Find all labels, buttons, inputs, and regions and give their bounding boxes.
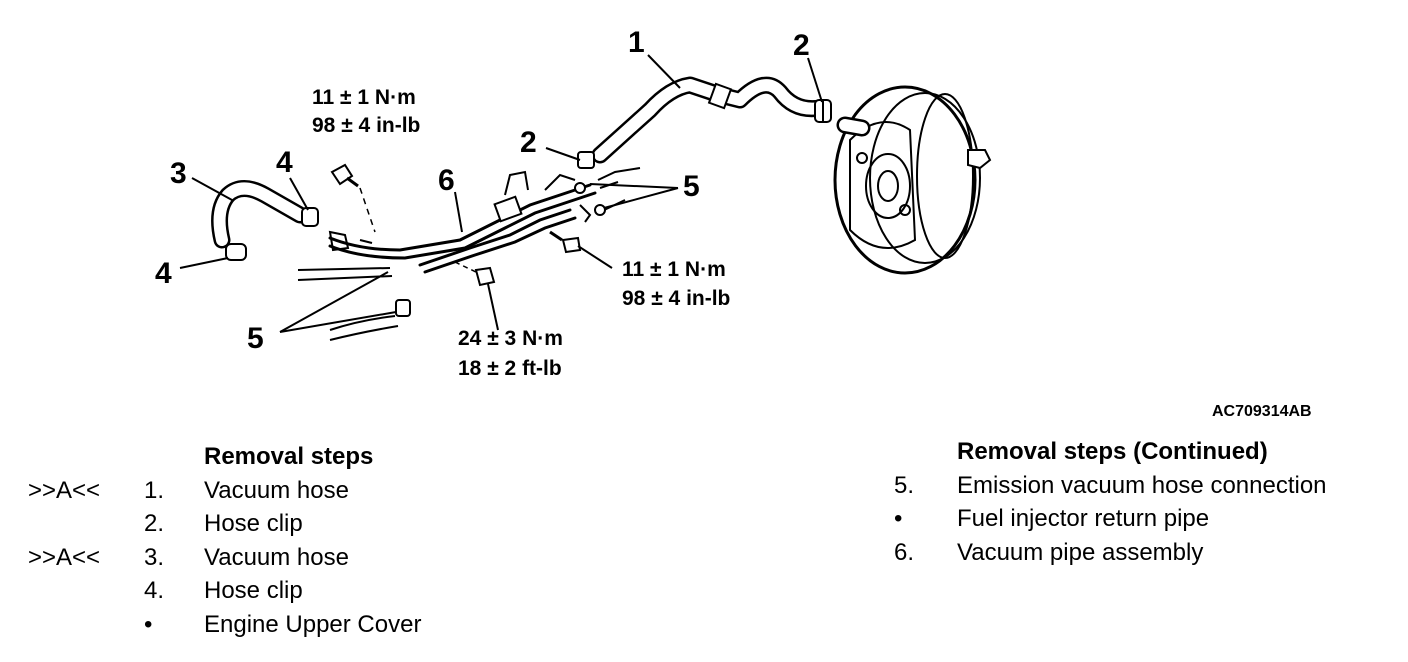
step-number: 4. [144,577,165,604]
bullet-icon: • [144,610,153,638]
callout-3: 3 [170,157,187,190]
bolt-bottom [454,261,496,287]
removal-steps-heading: Removal steps [204,443,374,470]
step-text: Engine Upper Cover [204,610,422,638]
step-text: Hose clip [204,510,303,537]
list-item: 5. Emission vacuum hose connection [894,469,1394,503]
callout-6: 6 [438,164,455,197]
leader-lines [179,54,823,333]
callout-5-right: 5 [683,170,700,203]
removal-steps-continued-heading: Removal steps (Continued) [957,438,1268,465]
bolt-top-left [330,163,376,233]
list-item: >>A<< 3. Vacuum hose [28,541,548,575]
step-text: Hose clip [204,577,303,604]
step-text: Fuel injector return pipe [957,505,1210,532]
callout-1: 1 [628,26,645,59]
callout-2-lower: 2 [520,126,537,159]
list-item: • Fuel injector return pipe [894,502,1394,536]
exploded-diagram: 1 2 2 3 4 4 5 5 6 11 ± 1 N·m 98 ± 4 in-l… [155,26,1312,420]
callout-4-upper: 4 [276,146,293,179]
callout-4-lower: 4 [155,257,172,290]
removal-steps-continued: Removal steps (Continued) 5. Emission va… [894,435,1394,569]
step-mark: >>A<< [28,476,101,504]
figure-id: AC709314AB [1212,403,1312,420]
step-number: 2. [144,510,165,537]
callout-2-upper: 2 [793,29,810,62]
step-text: Vacuum hose [204,543,349,571]
list-item: 2. Hose clip [28,507,548,541]
step-mark: >>A<< [28,543,101,571]
step-text: Emission vacuum hose connection [957,471,1327,499]
step-text: Vacuum hose [204,476,349,504]
vacuum-hose-1 [591,76,871,164]
list-item: 4. Hose clip [28,574,548,608]
removal-steps: Removal steps >>A<< 1. Vacuum hose 2. Ho… [28,440,548,641]
list-item: >>A<< 1. Vacuum hose [28,474,548,508]
callout-5-left: 5 [247,322,264,355]
torque-top-left-nm: 11 ± 1 N·m [312,86,416,109]
list-item: 6. Vacuum pipe assembly [894,536,1394,570]
torque-bottom-ftlb: 18 ± 2 ft-lb [458,357,562,380]
vacuum-hose-3 [211,180,309,249]
list-item: • Engine Upper Cover [28,608,548,642]
step-number: 6. [894,538,915,566]
step-number: 3. [144,543,165,571]
brake-booster [833,85,992,275]
hose-clip-4-upper [301,207,319,227]
hose-clip-4-lower [225,243,247,261]
bolt-right [549,230,582,254]
bullet-icon: • [894,505,903,532]
step-text: Vacuum pipe assembly [957,538,1204,566]
torque-bottom-nm: 24 ± 3 N·m [458,327,563,350]
torque-right-nm: 11 ± 1 N·m [622,258,726,281]
step-number: 5. [894,471,915,499]
torque-top-left-inlb: 98 ± 4 in-lb [312,114,420,137]
step-number: 1. [144,476,165,504]
torque-right-inlb: 98 ± 4 in-lb [622,287,730,310]
hose-clip-2-upper [814,99,832,123]
vacuum-pipe-assembly-6 [328,170,597,274]
hose-clip-2-lower [577,151,595,169]
